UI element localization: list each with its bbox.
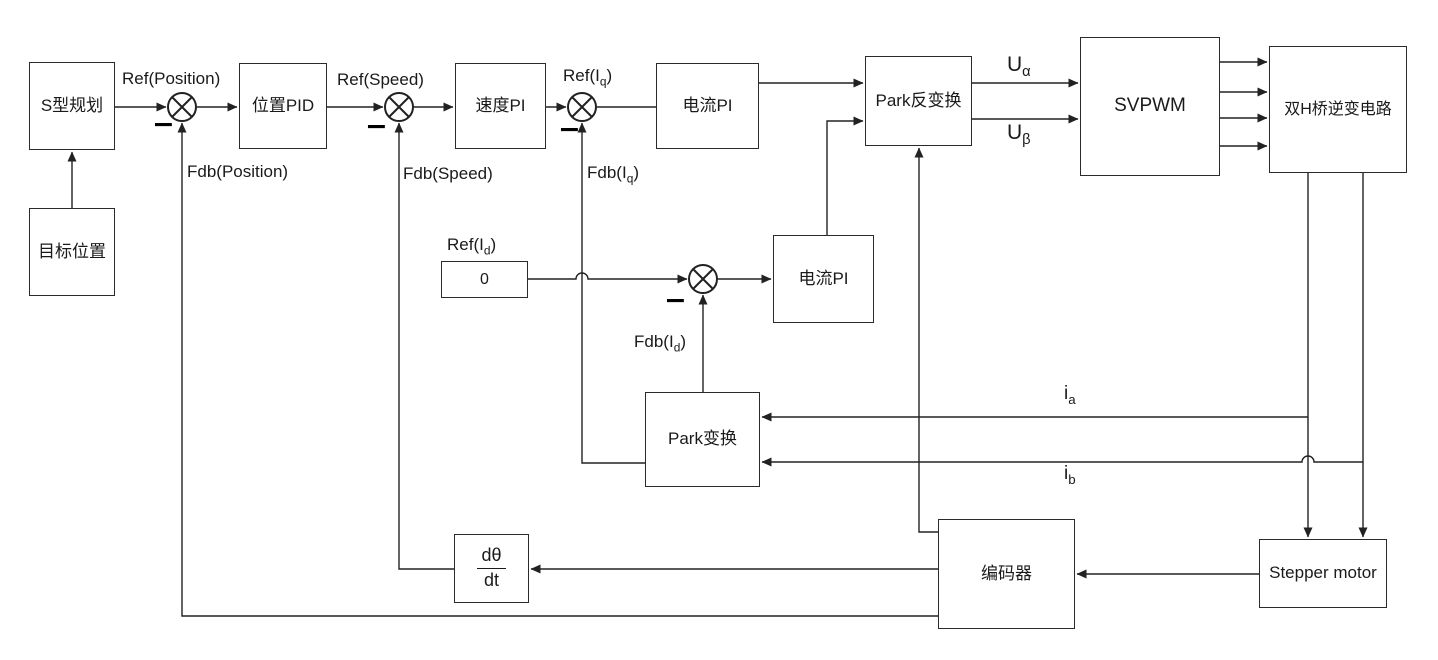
- block-zero-reference: 0: [441, 261, 528, 298]
- block-h-bridge-inverter-label: 双H桥逆变电路: [1284, 100, 1392, 118]
- block-current-pi-q: 电流PI: [656, 63, 759, 149]
- block-speed-pi: 速度PI: [455, 63, 546, 149]
- block-s-curve-planner: S型规划: [29, 62, 115, 150]
- label-fdb-id-sub: d: [673, 340, 681, 355]
- minus-sign-position: −: [152, 109, 175, 140]
- block-inverse-park: Park反变换: [865, 56, 972, 146]
- label-i-a: ia: [1064, 383, 1076, 406]
- block-svpwm: SVPWM: [1080, 37, 1220, 176]
- block-stepper-motor: Stepper motor: [1259, 539, 1387, 608]
- label-u-beta: Uβ: [1007, 121, 1031, 148]
- label-u-alpha-sub: α: [1022, 64, 1031, 81]
- label-fdb-iq-sub: q: [626, 171, 634, 186]
- label-fdb-id-pre: Fdb(I: [634, 332, 674, 351]
- dtheta-dt-fraction: dθ dt: [477, 545, 506, 591]
- label-fdb-iq-post: ): [633, 163, 639, 182]
- label-fdb-iq-pre: Fdb(I: [587, 163, 627, 182]
- label-fdb-id-post: ): [680, 332, 686, 351]
- block-position-pid-label: 位置PID: [251, 95, 315, 115]
- label-u-alpha-pre: U: [1007, 53, 1023, 76]
- label-fdb-speed: Fdb(Speed): [403, 164, 493, 183]
- label-ref-iq-post: ): [606, 66, 613, 85]
- block-encoder: 编码器: [938, 519, 1075, 629]
- block-current-pi-q-label: 电流PI: [682, 95, 733, 115]
- label-ref-id-sub: d: [483, 243, 491, 258]
- label-ref-id: Ref(Id): [447, 235, 497, 256]
- sum-junction-position: [167, 92, 197, 122]
- label-i-b-pre: i: [1064, 463, 1069, 484]
- block-current-pi-d: 电流PI: [773, 235, 874, 323]
- label-fdb-position: Fdb(Position): [187, 162, 289, 181]
- block-speed-pi-label: 速度PI: [475, 95, 526, 115]
- label-i-a-pre: i: [1064, 383, 1069, 404]
- wire-current-pi-d-to-inverse-park: [826, 116, 864, 235]
- label-i-b-sub: b: [1068, 471, 1076, 487]
- dtheta-dt-numerator: dθ: [477, 545, 506, 569]
- label-fdb-id: Fdb(Id): [634, 332, 686, 353]
- wire-ib: [761, 455, 1363, 467]
- minus-sign-iq: −: [558, 114, 581, 145]
- label-u-beta-sub: β: [1022, 132, 1031, 149]
- label-ref-id-pre: Ref(I: [447, 235, 484, 254]
- block-svpwm-label: SVPWM: [1114, 95, 1186, 117]
- wire-fdb-position: [177, 122, 938, 617]
- label-ref-iq: Ref(Iq): [563, 66, 613, 87]
- label-ref-iq-pre: Ref(I: [563, 66, 600, 85]
- label-u-alpha: Uα: [1007, 53, 1031, 80]
- label-u-beta-pre: U: [1007, 121, 1023, 144]
- label-i-b: ib: [1064, 463, 1076, 486]
- label-ref-iq-sub: q: [599, 74, 607, 89]
- dtheta-dt-denominator: dt: [483, 570, 499, 590]
- wire-zero-to-sum4: [528, 272, 688, 284]
- wire-fdb-speed: [394, 122, 454, 570]
- block-dtheta-dt: dθ dt: [454, 534, 529, 603]
- block-target-position: 目标位置: [29, 208, 115, 296]
- sum-junction-id: [688, 264, 718, 294]
- minus-sign-speed: −: [365, 111, 388, 142]
- wire-fdb-iq: [577, 122, 645, 464]
- minus-sign-id: −: [664, 285, 687, 316]
- block-position-pid: 位置PID: [239, 63, 327, 149]
- block-s-curve-planner-label: S型规划: [40, 95, 104, 115]
- label-ref-position: Ref(Position): [122, 69, 221, 88]
- block-inverse-park-label: Park反变换: [875, 90, 962, 110]
- block-target-position-label: 目标位置: [38, 241, 106, 261]
- label-i-a-sub: a: [1068, 391, 1076, 407]
- label-fdb-iq: Fdb(Iq): [587, 163, 639, 184]
- block-encoder-label: 编码器: [981, 563, 1032, 583]
- block-current-pi-d-label: 电流PI: [798, 268, 849, 288]
- label-ref-speed: Ref(Speed): [337, 70, 424, 89]
- block-zero-reference-label: 0: [480, 270, 489, 288]
- label-ref-id-post: ): [490, 235, 497, 254]
- block-stepper-motor-label: Stepper motor: [1269, 563, 1377, 583]
- sum-junction-speed: [384, 92, 414, 122]
- wire-encoder-theta-to-inverse-park: [914, 147, 938, 533]
- sum-junction-iq: [567, 92, 597, 122]
- block-park-transform-label: Park变换: [668, 429, 737, 449]
- block-park-transform: Park变换: [645, 392, 760, 487]
- block-h-bridge-inverter: 双H桥逆变电路: [1269, 46, 1407, 173]
